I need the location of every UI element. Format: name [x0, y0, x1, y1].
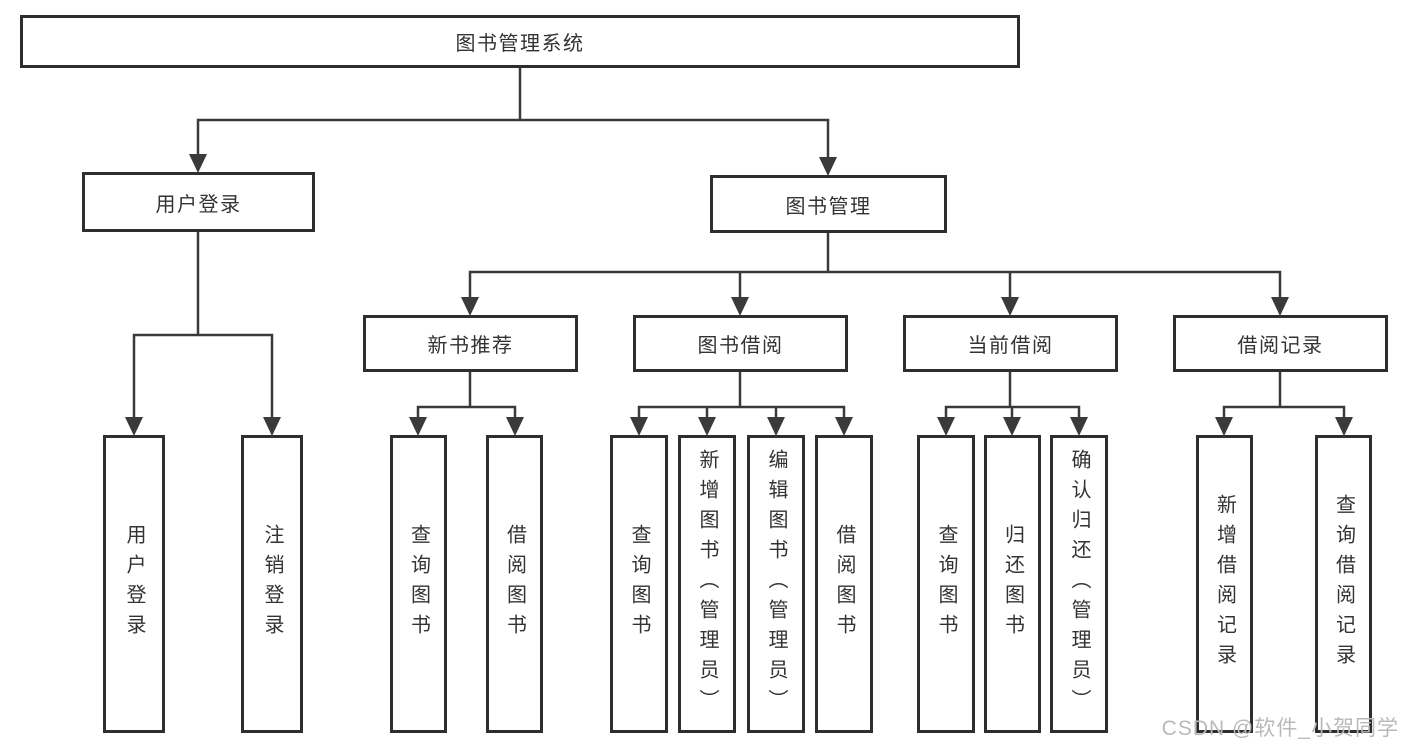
leaf-add-borrow-record: 新增借阅记录	[1196, 435, 1253, 733]
node-label: 用户登录	[155, 193, 242, 216]
node-label: 图书管理	[785, 195, 872, 218]
leaf-query-book: 查询图书	[610, 435, 668, 733]
arrowhead	[767, 417, 785, 436]
connector-user-login-to-leaves	[132, 230, 274, 421]
leaf-user-login: 用户登录	[103, 435, 165, 733]
node-label: 新增借阅记录	[1213, 494, 1236, 674]
arrowhead	[835, 417, 853, 436]
node-current-borrow: 当前借阅	[903, 315, 1118, 372]
arrowhead	[1001, 297, 1019, 316]
leaf-logout: 注销登录	[241, 435, 303, 733]
leaf-borrow-book: 借阅图书	[815, 435, 873, 733]
arrowhead	[125, 417, 143, 436]
node-book-borrow: 图书借阅	[633, 315, 848, 372]
arrowhead	[263, 417, 281, 436]
leaf-return-book: 归还图书	[984, 435, 1041, 733]
node-label: 用户登录	[123, 524, 145, 644]
arrowhead	[1003, 417, 1021, 436]
arrowhead	[409, 417, 427, 436]
connector-root-to-level2	[196, 66, 830, 161]
leaf-borrow-book-recommend: 借阅图书	[486, 435, 543, 733]
connector-borrow-record-to-leaves	[1222, 370, 1346, 421]
node-label: 新书推荐	[427, 335, 514, 357]
leaf-confirm-return-admin: 确认归还（管理员）	[1050, 435, 1108, 733]
node-label: 图书借阅	[697, 335, 784, 357]
connector-new-book-to-leaves	[416, 370, 517, 421]
connector-book-borrow-to-leaves	[637, 370, 846, 421]
leaf-query-book-recommend: 查询图书	[390, 435, 447, 733]
node-label: 查询图书	[407, 524, 430, 644]
arrowhead	[937, 417, 955, 436]
leaf-edit-book-admin: 编辑图书（管理员）	[747, 435, 805, 733]
leaf-query-borrow-record: 查询借阅记录	[1315, 435, 1372, 733]
leaf-add-book-admin: 新增图书（管理员）	[678, 435, 736, 733]
arrowhead	[461, 297, 479, 316]
arrowhead	[819, 157, 837, 176]
node-label: 图书管理系统	[455, 33, 585, 55]
node-book-management: 图书管理	[710, 175, 947, 233]
node-new-book-recommend: 新书推荐	[363, 315, 578, 372]
node-label: 确认归还（管理员）	[1068, 449, 1090, 719]
node-label: 归还图书	[1001, 524, 1024, 644]
node-label: 查询图书	[628, 524, 650, 644]
leaf-query-book-current: 查询图书	[917, 435, 975, 733]
arrowhead	[1271, 297, 1289, 316]
arrowhead	[1215, 417, 1233, 436]
arrowhead	[1335, 417, 1353, 436]
arrowhead	[630, 417, 648, 436]
arrowhead	[189, 154, 207, 173]
connector-current-borrow-to-leaves	[944, 370, 1081, 421]
node-label: 查询图书	[935, 524, 957, 644]
connector-book-mgmt-to-level3	[468, 231, 1282, 301]
node-label: 借阅图书	[503, 524, 526, 644]
csdn-watermark: CSDN @软件_小贺同学	[1161, 717, 1399, 740]
node-user-login: 用户登录	[82, 172, 315, 232]
node-root-library-system: 图书管理系统	[20, 15, 1020, 68]
arrowhead	[731, 297, 749, 316]
node-label: 借阅图书	[833, 524, 855, 644]
arrowhead	[698, 417, 716, 436]
node-label: 新增图书（管理员）	[696, 449, 718, 719]
arrowhead	[1070, 417, 1088, 436]
node-label: 注销登录	[261, 524, 283, 644]
node-label: 当前借阅	[967, 335, 1054, 357]
node-label: 借阅记录	[1237, 335, 1324, 357]
node-label: 查询借阅记录	[1332, 494, 1355, 674]
node-borrow-record: 借阅记录	[1173, 315, 1388, 372]
node-label: 编辑图书（管理员）	[765, 449, 787, 719]
arrowhead	[506, 417, 524, 436]
